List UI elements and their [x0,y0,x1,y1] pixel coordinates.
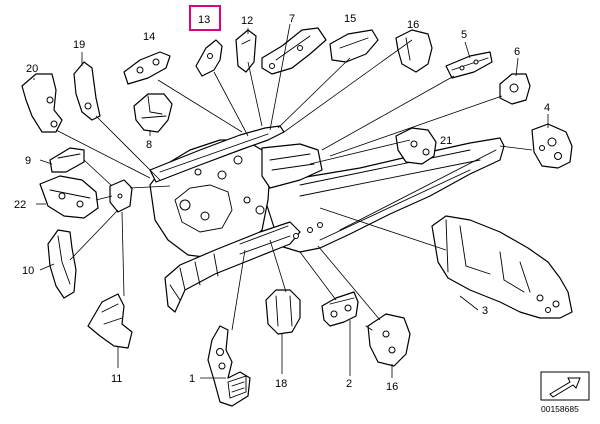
part-1-bracket [207,325,251,407]
part-13-bracket [195,39,223,77]
part-4-bracket [531,123,573,169]
part-9-bracket [49,147,85,173]
direction-arrow-icon [549,377,581,398]
part-7-bracket [261,27,327,75]
callout-1: 1 [189,373,195,385]
callout-4: 4 [544,102,550,114]
callout-21: 21 [440,135,452,147]
callout-16-bottom: 16 [386,381,398,393]
callout-14: 14 [143,31,155,43]
reference-number: 00158685 [541,404,579,414]
callout-7: 7 [289,13,295,25]
part-15-bracket [329,29,379,63]
part-6-bracket [499,73,531,105]
callout-19: 19 [73,39,85,51]
callout-16-top: 16 [407,19,419,31]
orientation-indicator: 00158685 [540,371,590,414]
part-16-bottom-bracket [365,313,411,367]
front-side-frame-assembly [149,125,505,313]
callout-numbers: 1 2 3 4 5 6 7 8 9 10 11 12 13 14 15 16 1… [14,13,550,393]
callout-10: 10 [22,265,34,277]
part-8-bracket [133,93,173,133]
part-5-bracket [445,51,493,79]
callout-6: 6 [514,46,520,58]
part-11-bracket [87,293,133,349]
leader-lines [33,23,549,379]
part-14-bracket [123,51,171,85]
callout-18: 18 [275,378,287,390]
part-3-panel [431,215,573,319]
callout-9: 9 [25,155,31,167]
part-20-bracket [21,73,63,133]
callout-13: 13 [198,14,210,26]
callout-11: 11 [111,373,122,385]
part-16-top-bracket [395,29,433,73]
part-18-bracket [265,289,301,335]
callout-22: 22 [14,199,26,211]
callout-5: 5 [461,29,467,41]
callout-12: 12 [241,15,253,27]
callout-20: 20 [26,63,38,75]
part-22-bracket [39,175,99,219]
callout-15: 15 [344,13,356,25]
callout-2: 2 [346,378,352,390]
small-brackets [109,179,133,213]
part-12-bracket [235,29,257,73]
part-21-bracket [395,127,437,165]
highlight-box-13 [189,5,221,31]
callout-3: 3 [482,305,488,317]
part-2-bracket [321,291,359,327]
callout-8: 8 [146,139,152,151]
part-19-bracket [73,61,101,121]
part-10-bracket [47,229,77,299]
